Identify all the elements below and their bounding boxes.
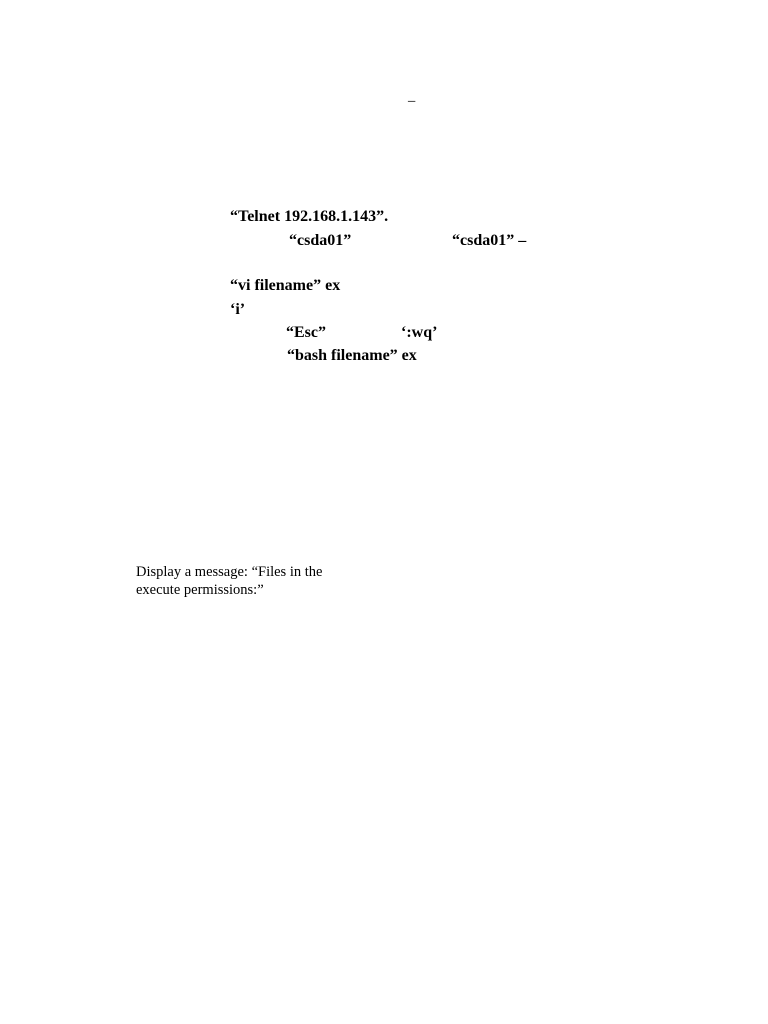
insert-key: ‘i’ [230, 301, 246, 318]
escape-key: “Esc” [286, 324, 326, 341]
login-username: “csda01” [289, 232, 352, 249]
task-line-1: Display a message: “Files in the [136, 564, 323, 580]
save-quit-command: ‘:wq’ [401, 324, 438, 341]
bash-command: “bash filename” ex [287, 347, 417, 364]
task-line-2: execute permissions:” [136, 582, 264, 598]
telnet-command: “Telnet 192.168.1.143”. [230, 208, 389, 225]
login-password: “csda01” – [452, 232, 527, 249]
vi-command: “vi filename” ex [230, 277, 341, 294]
header-dash: – [408, 93, 416, 109]
